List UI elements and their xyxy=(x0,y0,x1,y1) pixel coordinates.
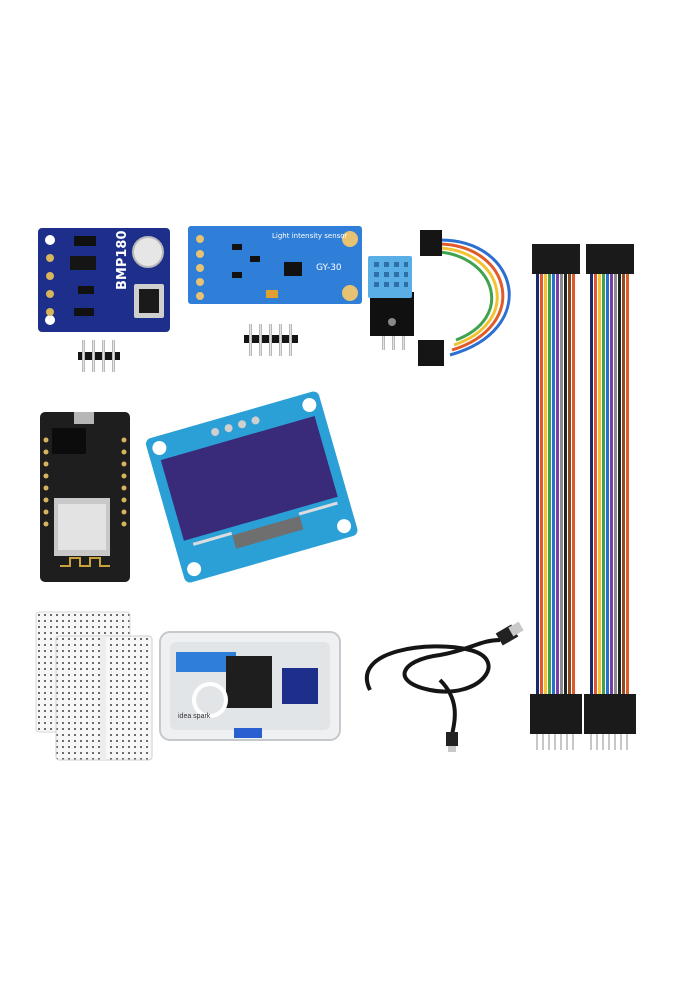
oled-display-module xyxy=(145,391,358,583)
gy30-module: Light intensity sensor GY-30 xyxy=(188,226,362,304)
gy30-silk-text: Light intensity sensor xyxy=(272,232,348,240)
gy30-label: GY-30 xyxy=(316,263,342,273)
storage-box-brand: idea spark xyxy=(178,713,211,720)
nodemcu-board xyxy=(40,412,130,582)
component-storage-box: idea spark xyxy=(159,631,341,741)
bmp180-module: BMP180 xyxy=(38,228,170,332)
jumper-wire-bundle-right xyxy=(584,244,636,750)
short-jumper-cable xyxy=(418,230,511,366)
mini-breadboards xyxy=(35,611,153,761)
dht11-sensor xyxy=(368,256,414,350)
header-pins-2 xyxy=(244,324,298,356)
jumper-wire-bundle-left xyxy=(530,244,582,750)
bmp180-label: BMP180 xyxy=(115,230,130,290)
micro-usb-cable xyxy=(365,621,524,752)
header-pins-1 xyxy=(78,340,120,372)
